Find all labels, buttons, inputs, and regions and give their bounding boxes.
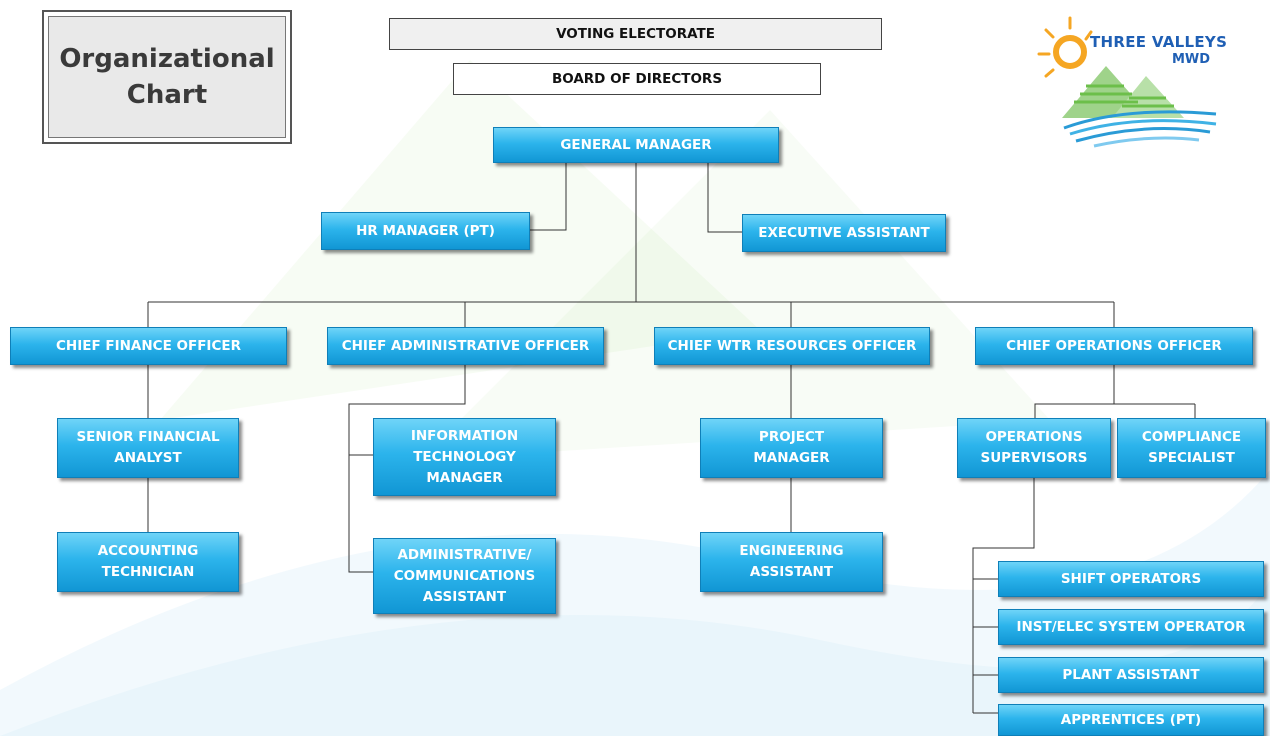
box-text-line: TECHNOLOGY [413, 448, 516, 465]
hr-manager-box: HR MANAGER (PT) [321, 212, 530, 250]
box-text-line: SPECIALIST [1148, 450, 1235, 466]
chief-finance-officer-box: CHIEF FINANCE OFFICER [10, 327, 287, 365]
communications-assistant-box: ADMINISTRATIVE/ COMMUNICATIONS ASSISTANT [373, 538, 556, 614]
box-text-line: COMMUNICATIONS [393, 567, 536, 584]
general-manager-box: GENERAL MANAGER [493, 127, 779, 163]
box-text-line: ASSISTANT [749, 564, 834, 580]
box-text-line: ADMINISTRATIVE/ [397, 546, 532, 563]
box-text-line: SENIOR FINANCIAL [76, 429, 220, 445]
box-text-line: ENGINEERING [739, 543, 844, 559]
box-text-line: SUPERVISORS [980, 450, 1088, 466]
board-of-directors-box: BOARD OF DIRECTORS [453, 63, 821, 95]
shift-operators-box: SHIFT OPERATORS [998, 561, 1264, 597]
voting-electorate-box: VOTING ELECTORATE [389, 18, 882, 50]
chart-title: Organizational Chart [48, 16, 286, 138]
box-text-line: OPERATIONS [985, 429, 1083, 445]
project-manager-box: PROJECT MANAGER [700, 418, 883, 478]
senior-financial-analyst-box: SENIOR FINANCIAL ANALYST [57, 418, 239, 478]
logo-name-line1: THREE VALLEYS [1090, 33, 1228, 51]
chart-title-line2: Chart [126, 80, 208, 110]
box-text-line: TECHNICIAN [101, 564, 195, 580]
logo-name-line2: MWD [1172, 52, 1211, 67]
box-text-line: INFORMATION [410, 427, 519, 444]
box-text-line: ACCOUNTING [97, 543, 199, 559]
engineering-assistant-box: ENGINEERING ASSISTANT [700, 532, 883, 592]
chart-title-frame: Organizational Chart [42, 10, 292, 144]
compliance-specialist-box: COMPLIANCE SPECIALIST [1117, 418, 1266, 478]
box-text-line: COMPLIANCE [1141, 429, 1242, 445]
executive-assistant-box: EXECUTIVE ASSISTANT [742, 214, 946, 252]
box-text-line: PROJECT [758, 429, 825, 445]
chart-title-line1: Organizational [59, 44, 275, 74]
plant-assistant-box: PLANT ASSISTANT [998, 657, 1264, 693]
operations-supervisors-box: OPERATIONS SUPERVISORS [957, 418, 1111, 478]
three-valleys-logo-icon [1037, 16, 1217, 148]
it-manager-box: INFORMATION TECHNOLOGY MANAGER [373, 418, 556, 496]
box-text-line: ASSISTANT [422, 588, 507, 605]
chief-operations-officer-box: CHIEF OPERATIONS OFFICER [975, 327, 1253, 365]
inst-elec-system-operator-box: INST/ELEC SYSTEM OPERATOR [998, 609, 1264, 645]
chief-water-resources-officer-box: CHIEF WTR RESOURCES OFFICER [654, 327, 930, 365]
accounting-technician-box: ACCOUNTING TECHNICIAN [57, 532, 239, 592]
box-text-line: ANALYST [114, 450, 182, 466]
box-text-line: MANAGER [426, 469, 503, 486]
chief-administrative-officer-box: CHIEF ADMINISTRATIVE OFFICER [327, 327, 604, 365]
apprentices-box: APPRENTICES (PT) [998, 704, 1264, 736]
box-text-line: MANAGER [753, 450, 830, 466]
